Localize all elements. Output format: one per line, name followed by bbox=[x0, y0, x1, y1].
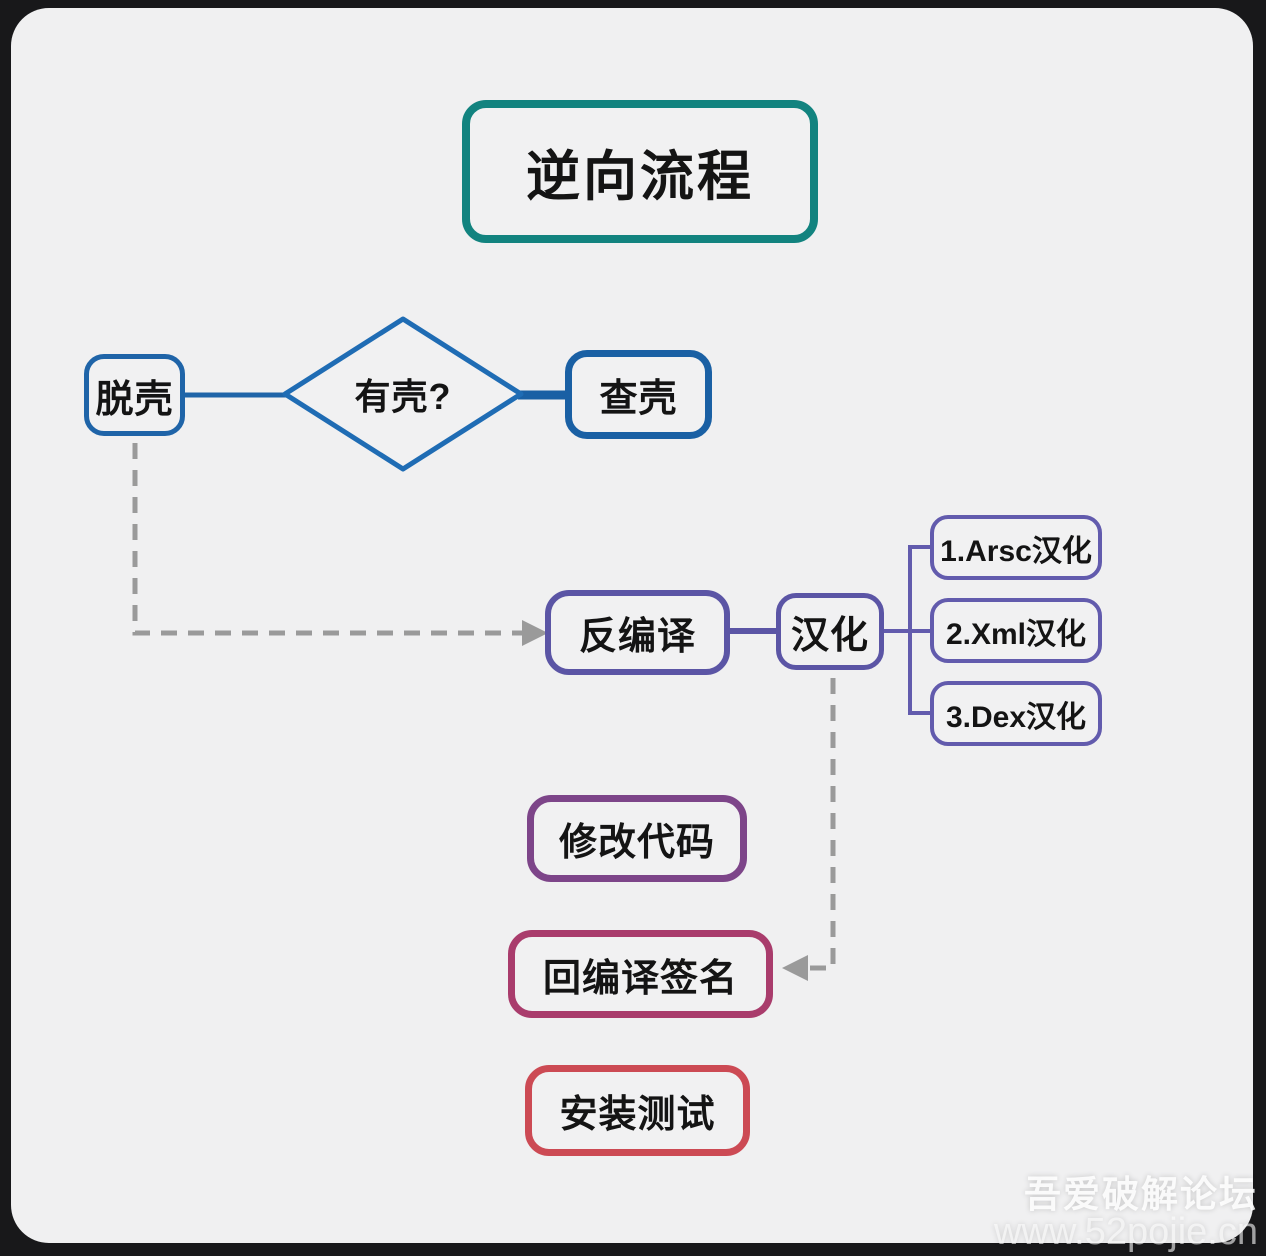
node-install-test-label: 安装测试 bbox=[559, 1094, 716, 1136]
node-check-shell: 查壳 bbox=[565, 350, 712, 439]
node-recompile-sign-label: 回编译签名 bbox=[542, 957, 738, 1000]
node-decompile: 反编译 bbox=[545, 590, 730, 675]
node-xml-localize: 2.Xml汉化 bbox=[930, 598, 1102, 663]
node-modify-code-label: 修改代码 bbox=[558, 822, 715, 864]
node-modify-code: 修改代码 bbox=[527, 795, 747, 882]
watermark: 吾爱破解论坛 www.52pojie.cn bbox=[994, 1176, 1258, 1251]
node-recompile-sign: 回编译签名 bbox=[508, 930, 773, 1018]
node-localize: 汉化 bbox=[776, 593, 884, 670]
node-localize-label: 汉化 bbox=[790, 615, 869, 657]
watermark-site-url: www.52pojie.cn bbox=[993, 1211, 1258, 1253]
node-arsc-localize: 1.Arsc汉化 bbox=[930, 515, 1102, 580]
node-decompile-label: 反编译 bbox=[578, 616, 696, 658]
node-title: 逆向流程 bbox=[462, 100, 818, 243]
node-has-shell: 有壳? bbox=[303, 369, 503, 419]
node-arsc-localize-label: 1.Arsc汉化 bbox=[940, 534, 1092, 568]
node-unpack-shell-label: 脱壳 bbox=[95, 378, 174, 421]
node-has-shell-label: 有壳? bbox=[354, 376, 452, 417]
node-dex-localize-label: 3.Dex汉化 bbox=[945, 700, 1087, 734]
watermark-site-name: 吾爱破解论坛 bbox=[1024, 1174, 1258, 1215]
node-check-shell-label: 查壳 bbox=[599, 378, 678, 420]
node-xml-localize-label: 2.Xml汉化 bbox=[945, 617, 1087, 651]
node-install-test: 安装测试 bbox=[525, 1065, 750, 1156]
node-dex-localize: 3.Dex汉化 bbox=[930, 681, 1102, 746]
node-unpack-shell: 脱壳 bbox=[84, 354, 185, 436]
node-title-label: 逆向流程 bbox=[526, 147, 754, 207]
